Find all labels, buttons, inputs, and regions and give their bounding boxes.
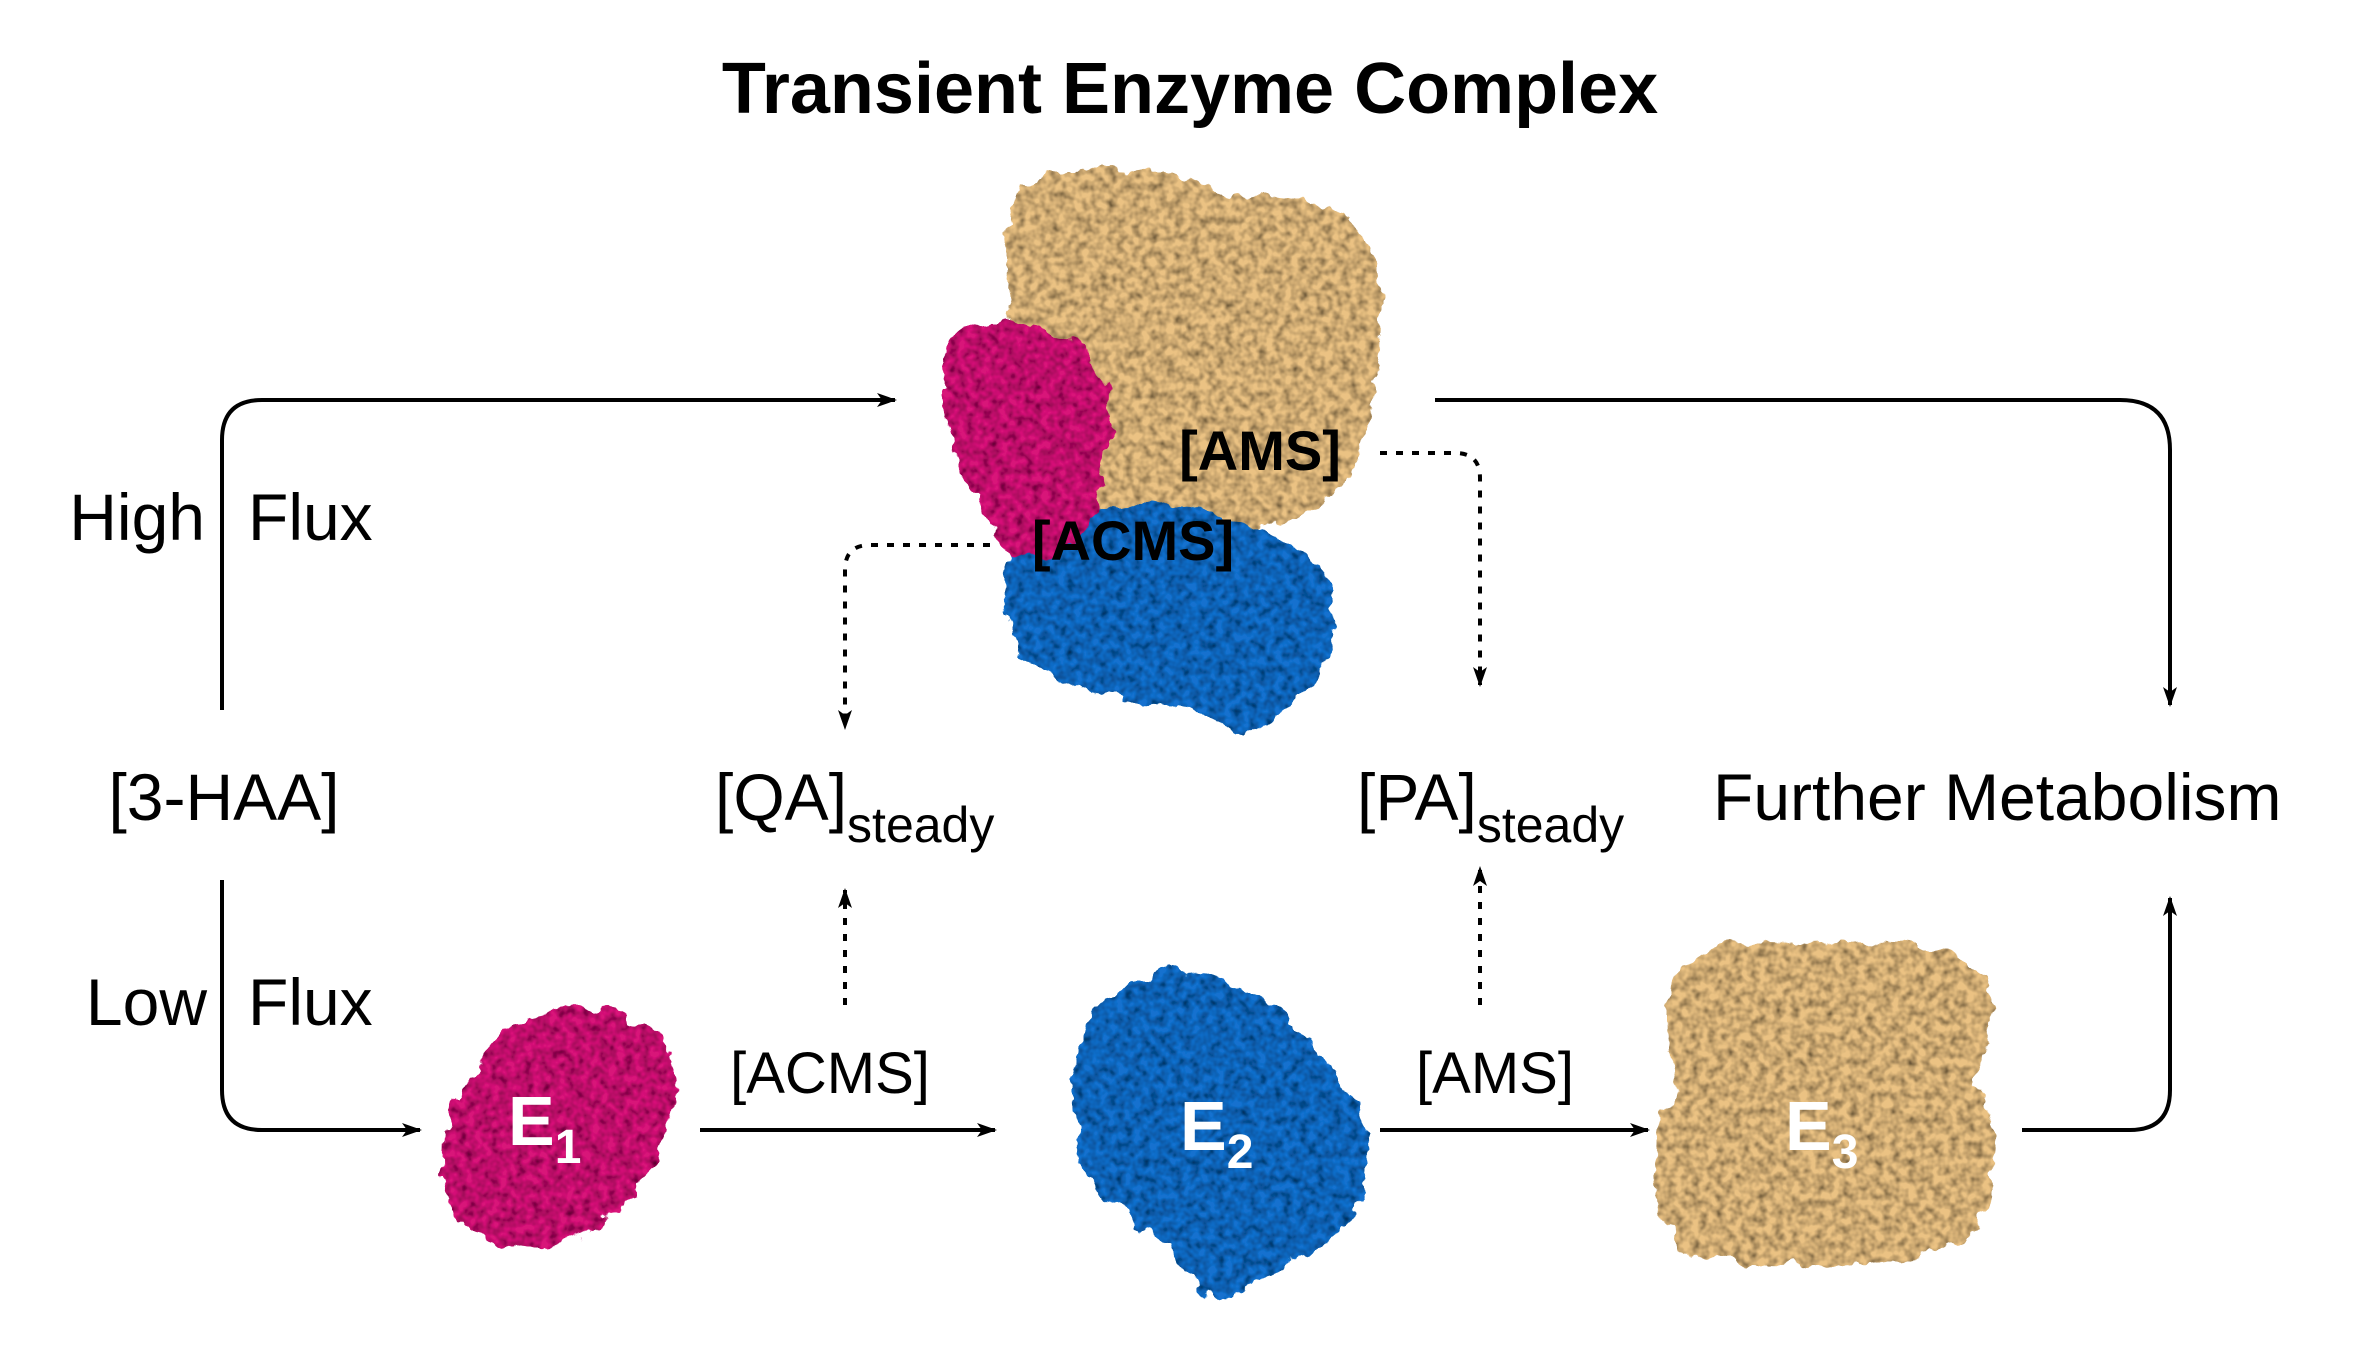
- qa-main: [QA]: [715, 760, 847, 834]
- complex-e1-surface: [941, 321, 1110, 560]
- high-label: High: [69, 480, 205, 554]
- free-e3-shape: [1654, 941, 1996, 1266]
- free-e3-surface: [1654, 941, 1996, 1266]
- complex-ams-label: [AMS]: [1179, 419, 1341, 482]
- free-e1-surface: [442, 1009, 674, 1249]
- complex-acms-to-qa-dotted-arrow: [838, 543, 990, 730]
- e2-letter: E: [1180, 1087, 1227, 1165]
- e3-subscript: 3: [1832, 1126, 1859, 1179]
- substrate-label: [3-HAA]: [108, 760, 339, 834]
- complex-to-further-arrow: [1435, 398, 2177, 707]
- e3-label: E3: [1785, 1087, 1858, 1179]
- pa-subscript: steady: [1477, 797, 1624, 853]
- e3-to-further-arrow: [2022, 896, 2177, 1132]
- complex-e2-surface: [1005, 504, 1335, 735]
- free-e2-surface: [1074, 969, 1367, 1296]
- e3-letter: E: [1785, 1087, 1832, 1165]
- diagram-title: Transient Enzyme Complex: [722, 49, 1658, 129]
- e2-label: E2: [1180, 1087, 1253, 1179]
- complex-ams-to-pa-dotted-arrow: [1380, 451, 1487, 687]
- complex-acms-label: [ACMS]: [1032, 509, 1234, 572]
- e1-label: E1: [508, 1082, 581, 1174]
- high-flux-arrow: [220, 393, 897, 710]
- free-e2-shape: [1074, 969, 1367, 1296]
- high-flux-label: Flux: [248, 480, 373, 554]
- e1-letter: E: [508, 1082, 555, 1160]
- e1-subscript: 1: [555, 1121, 582, 1174]
- low-flux-arrow: [220, 880, 422, 1137]
- pa-steady-label: [PA]steady: [1357, 760, 1624, 853]
- qa-steady-label: [QA]steady: [715, 760, 994, 853]
- low-label: Low: [86, 965, 207, 1039]
- complex-e2-shape: [1005, 504, 1335, 735]
- acms-label: [ACMS]: [730, 1041, 930, 1106]
- qa-subscript: steady: [847, 797, 994, 853]
- complex-e1-shape: [941, 321, 1110, 560]
- low-flux-label: Flux: [248, 965, 373, 1039]
- pa-main: [PA]: [1357, 760, 1477, 834]
- free-e1-shape: [442, 1009, 674, 1249]
- e2-subscript: 2: [1227, 1126, 1254, 1179]
- ams-label: [AMS]: [1416, 1041, 1574, 1106]
- further-metabolism-label: Further Metabolism: [1713, 760, 2282, 834]
